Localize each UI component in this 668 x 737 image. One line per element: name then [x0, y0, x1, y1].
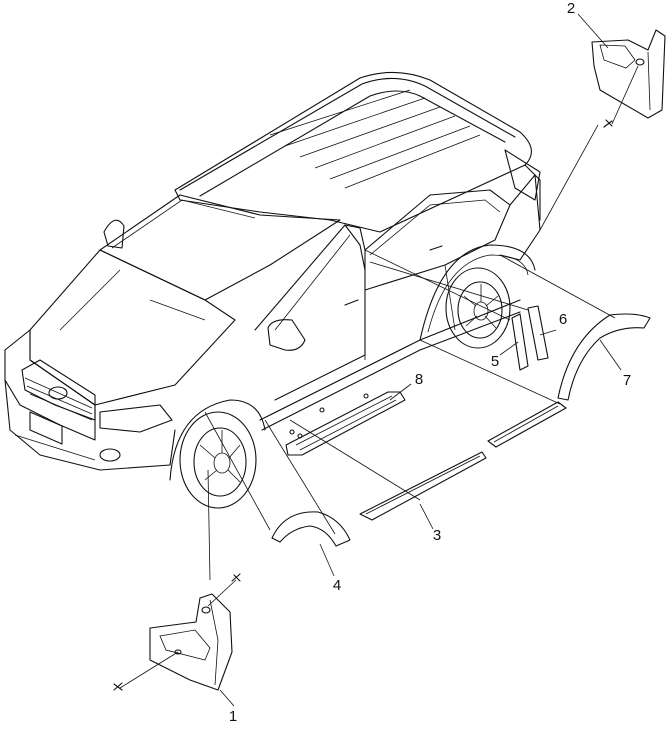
callout-8: 8 [415, 371, 423, 388]
suv-body [4, 71, 541, 509]
callout-4: 4 [333, 577, 341, 594]
door-trim-strips [511, 305, 549, 371]
side-step [285, 391, 406, 456]
front-arch-flare [271, 511, 351, 547]
front-mud-flap [113, 573, 241, 691]
rear-arch-flare [557, 313, 651, 401]
callout-6: 6 [559, 311, 567, 328]
callout-7: 7 [623, 372, 631, 389]
guide-lines [204, 124, 616, 581]
callout-leaders [219, 13, 622, 707]
callout-3: 3 [433, 527, 441, 544]
callout-5: 5 [491, 353, 499, 370]
callout-1: 1 [229, 708, 237, 725]
rear-mud-flap [591, 29, 666, 128]
callout-2: 2 [567, 0, 575, 17]
rocker-moulding [359, 401, 567, 521]
